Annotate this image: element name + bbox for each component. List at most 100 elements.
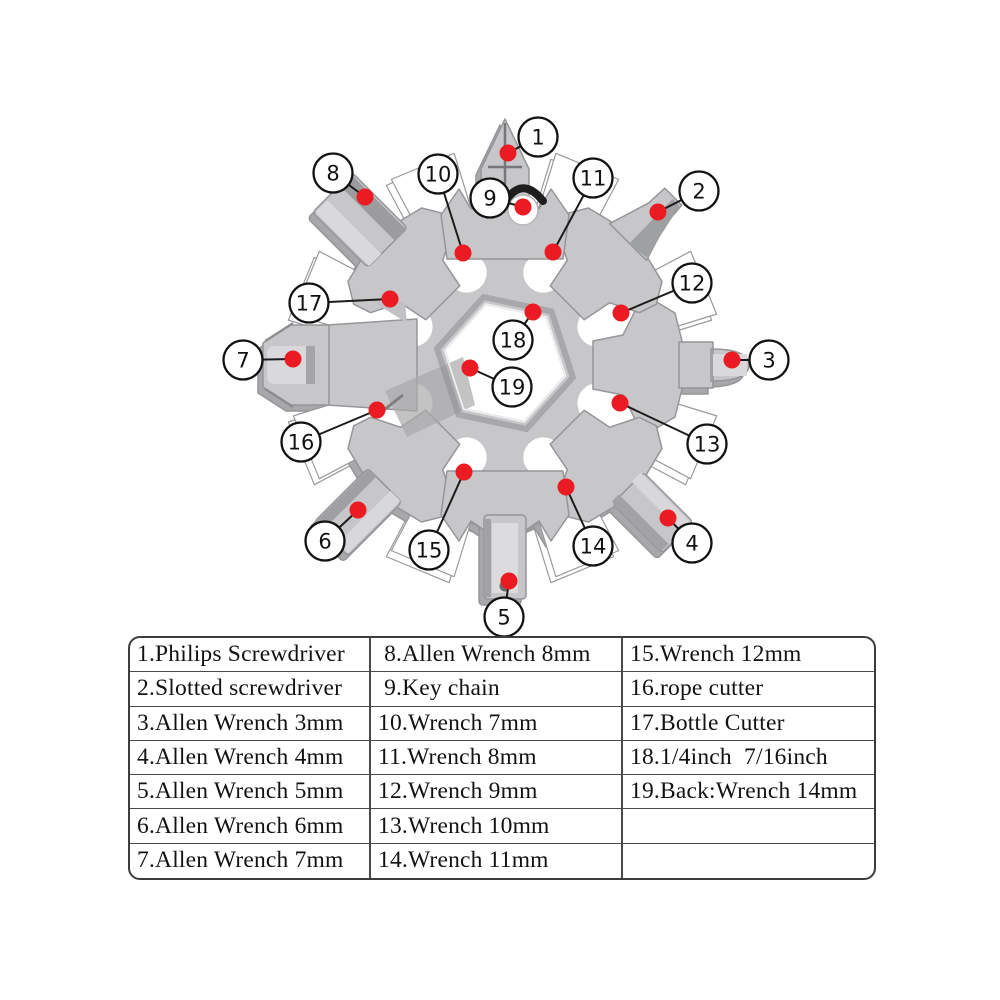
callout-15: 15 [408, 463, 473, 571]
legend-cell: 4.Allen Wrench 4mm [130, 741, 369, 776]
marker-dot [356, 188, 374, 206]
callout-number: 2 [692, 180, 705, 204]
callout-ring [671, 262, 713, 304]
callout-5: 5 [483, 572, 525, 638]
callout-ring [492, 319, 534, 361]
callout-ring [671, 522, 713, 564]
legend-cell: 6.Allen Wrench 6mm [130, 809, 369, 844]
callout-number: 6 [318, 530, 331, 554]
marker-dot [557, 478, 575, 496]
marker-dot [649, 203, 667, 221]
legend-cell: 8.Allen Wrench 8mm [371, 638, 621, 673]
legend-cell: 5.Allen Wrench 5mm [130, 775, 369, 810]
callout-13: 13 [611, 394, 728, 465]
callout-number: 12 [679, 272, 706, 296]
legend-cell: 19.Back:Wrench 14mm [623, 775, 874, 810]
callout-number: 8 [326, 162, 339, 186]
legend-cell: 15.Wrench 12mm [623, 638, 874, 673]
marker-dot [611, 394, 629, 412]
legend-cell: 11.Wrench 8mm [371, 741, 621, 776]
callout-2: 2 [649, 170, 720, 221]
callout-number: 17 [296, 292, 323, 316]
callout-number: 19 [499, 376, 526, 400]
marker-dot [612, 304, 630, 322]
bottle-opener-hook [369, 299, 407, 323]
legend-cell: 14.Wrench 11mm [378, 847, 549, 874]
legend-cell: 9.Key chain [371, 672, 621, 707]
marker-dot [368, 401, 386, 419]
callout-number: 18 [500, 329, 527, 353]
marker-dot [500, 572, 518, 590]
callout-9: 9 [469, 177, 532, 219]
marker-dot [461, 359, 479, 377]
legend-cell: 12.Wrench 9mm [371, 775, 621, 810]
callout-number: 9 [483, 187, 496, 211]
marker-dot [514, 198, 532, 216]
blade-2-facet [629, 198, 680, 258]
marker-dot [659, 509, 677, 527]
callout-12: 12 [612, 262, 713, 322]
callout-10: 10 [417, 153, 472, 262]
callout-ring [686, 423, 728, 465]
legend-cell: 7.Allen Wrench 7mm [137, 847, 344, 874]
callout-number: 10 [425, 163, 452, 187]
callout-ring [572, 525, 614, 567]
callout-ring [469, 177, 511, 219]
callout-14: 14 [557, 478, 614, 567]
legend-cell [623, 809, 874, 844]
marker-dot [381, 290, 399, 308]
legend-cell: 16.rope cutter [623, 672, 874, 707]
callout-16: 16 [280, 401, 386, 463]
callout-ring [491, 366, 533, 408]
callout-number: 4 [685, 532, 698, 556]
callout-8: 8 [312, 152, 374, 206]
callout-3: 3 [723, 339, 790, 381]
callout-ring [678, 170, 720, 212]
legend-cell: 1.Philips Screwdriver [130, 638, 369, 673]
legend-cell: 17.Bottle Cutter [623, 707, 874, 741]
callout-number: 13 [694, 433, 721, 457]
callout-4: 4 [659, 509, 713, 564]
marker-dot [544, 243, 562, 261]
callout-number: 7 [236, 349, 249, 373]
hex-bit-6-detail [316, 468, 401, 554]
callout-number: 1 [531, 126, 544, 150]
callout-ring [417, 153, 459, 195]
marker-dot [499, 144, 517, 162]
callout-ring [288, 282, 330, 324]
callout-ring [280, 421, 322, 463]
legend-cell: 2.Slotted screwdriver [130, 672, 369, 707]
marker-dot [455, 463, 473, 481]
callout-number: 5 [497, 606, 510, 630]
hex-hole [443, 302, 567, 424]
callout-number: 15 [416, 539, 443, 563]
callout-ring [572, 157, 614, 199]
legend-cell: 3.Allen Wrench 3mm [130, 707, 369, 741]
callout-6: 6 [304, 501, 367, 562]
marker-dot [349, 501, 367, 519]
callout-ring [312, 152, 354, 194]
callout-18: 18 [492, 303, 542, 361]
callout-number: 3 [762, 349, 775, 373]
callout-ring [748, 339, 790, 381]
callout-ring [304, 520, 346, 562]
callout-19: 19 [461, 359, 533, 408]
marker-dot [723, 351, 741, 369]
callout-11: 11 [544, 157, 614, 261]
callout-17: 17 [288, 282, 399, 324]
legend-cell [623, 844, 874, 878]
callout-number: 14 [580, 535, 607, 559]
callout-7: 7 [222, 339, 302, 381]
marker-dot [284, 350, 302, 368]
callout-ring [517, 116, 559, 158]
legend-cell: 10.Wrench 7mm [371, 707, 621, 741]
legend-cell: 18.1/4inch 7/16inch [623, 741, 874, 776]
marker-dot [454, 244, 472, 262]
